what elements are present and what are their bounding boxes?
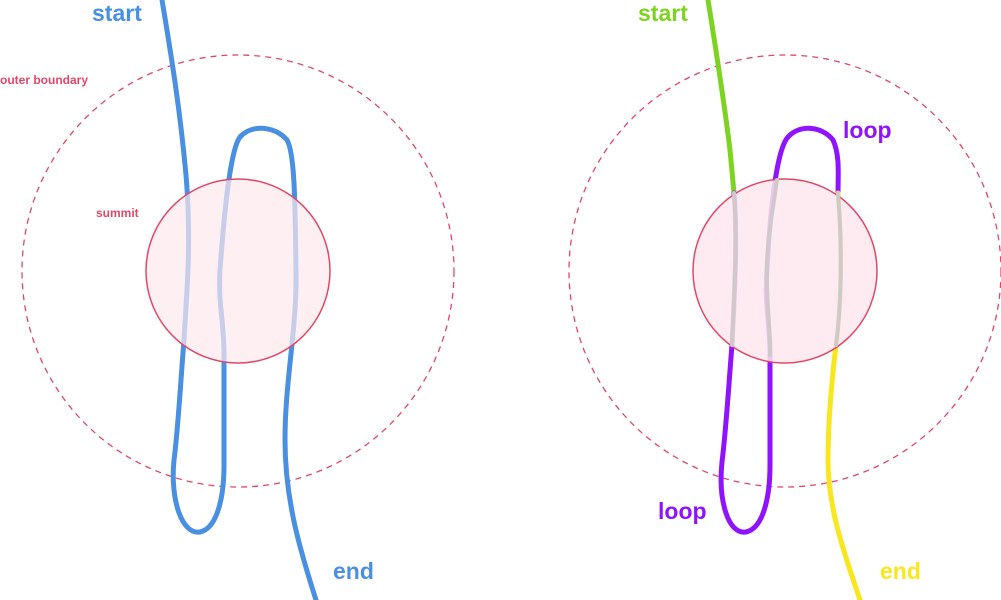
inside-summit-paths: [730, 178, 843, 357]
outer-boundary-circle: [21, 54, 455, 488]
left-end-label: end: [333, 558, 374, 584]
summit-label: summit: [96, 206, 139, 220]
loop-top-label: loop: [843, 117, 892, 143]
right-start-label: start: [638, 0, 688, 26]
right-end-label: end: [880, 558, 921, 584]
outer-boundary-circle-right: [568, 54, 1001, 488]
summit-circle-right: [692, 178, 878, 364]
left-diagram: [21, 0, 455, 600]
start-segment-path: [705, 0, 737, 196]
loop-segment-path: [718, 125, 841, 535]
outer-boundary-label: outer boundary: [0, 73, 89, 87]
loop-bottom-label: loop: [658, 498, 707, 524]
right-diagram: [568, 0, 1001, 600]
summit-circle: [145, 178, 331, 364]
left-start-label: start: [92, 0, 142, 26]
